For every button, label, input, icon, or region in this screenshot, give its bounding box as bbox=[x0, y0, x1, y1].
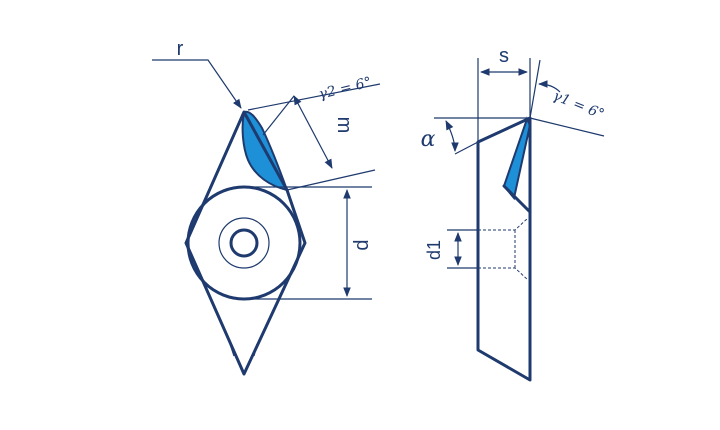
rake-face-side bbox=[502, 116, 532, 201]
radius-label: r bbox=[177, 38, 184, 60]
m-dimension-line bbox=[293, 95, 333, 169]
hole-hidden-lines bbox=[478, 217, 529, 281]
hole-outer-circle bbox=[218, 217, 270, 269]
front-view: r m γ2 = 6° d bbox=[152, 38, 381, 376]
m-label: m bbox=[333, 117, 355, 134]
side-view: s γ1 = 6° α d1 bbox=[421, 45, 607, 382]
gamma1-arc bbox=[538, 80, 561, 93]
lower-corner-mark bbox=[229, 343, 258, 357]
d1-label: d1 bbox=[424, 240, 444, 260]
m-short-leader bbox=[262, 95, 295, 136]
insert-inscribed-circle bbox=[186, 185, 302, 301]
radius-leader bbox=[152, 59, 242, 109]
alpha-extension-bottom bbox=[454, 141, 479, 155]
gamma2-label: γ2 = 6° bbox=[317, 74, 373, 103]
hole-inner-circle bbox=[229, 228, 259, 258]
gamma1-leader bbox=[529, 117, 605, 137]
insert-outline bbox=[184, 110, 307, 376]
alpha-label: α bbox=[421, 127, 436, 152]
gamma1-reference-line bbox=[529, 59, 541, 119]
s-label: s bbox=[499, 45, 509, 67]
side-outline bbox=[476, 116, 532, 382]
d-label: d bbox=[351, 239, 373, 250]
side-chipbreaker-edge bbox=[502, 184, 532, 214]
alpha-arc bbox=[445, 120, 459, 152]
gamma1-label: γ1 = 6° bbox=[551, 88, 607, 123]
